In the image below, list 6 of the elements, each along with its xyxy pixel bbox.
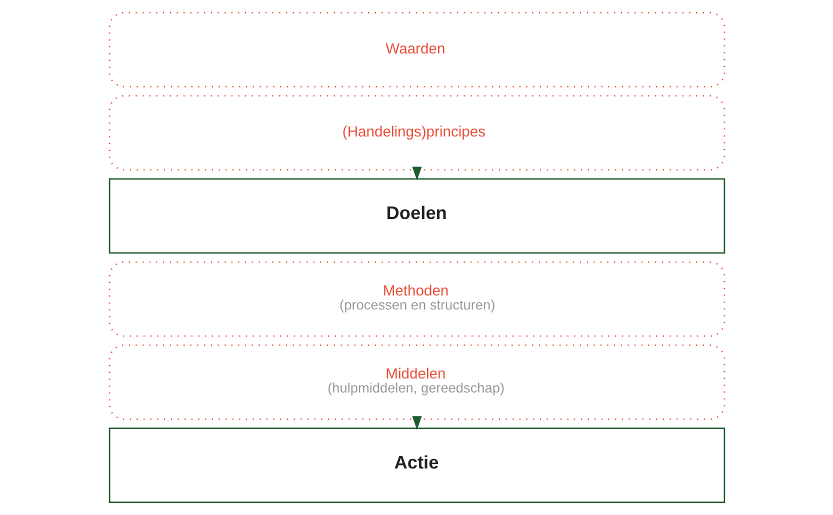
node-box: Actie [108, 428, 725, 503]
node-box: Methoden (processen en structuren) [108, 261, 725, 337]
arrow [412, 166, 422, 180]
node-box: Doelen [108, 178, 725, 254]
arrow [412, 416, 422, 430]
node-box: Waarden [108, 12, 725, 88]
